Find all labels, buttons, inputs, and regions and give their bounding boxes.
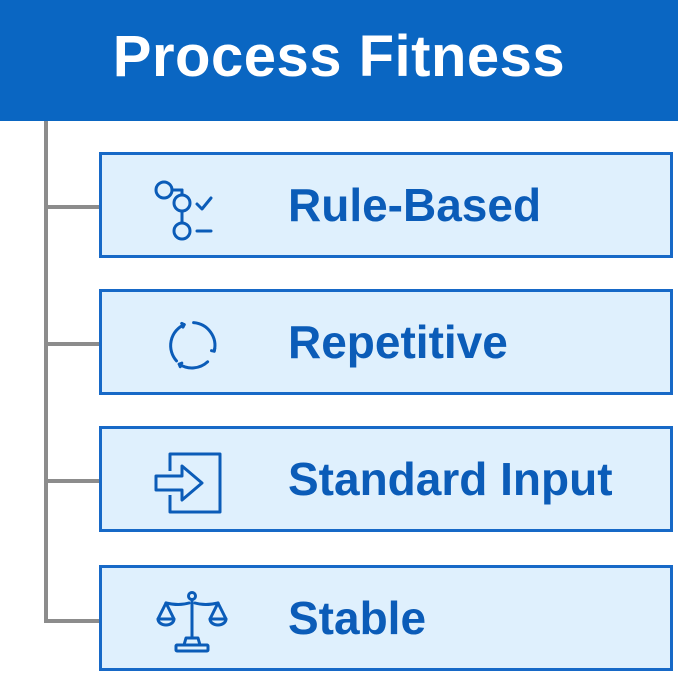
fitness-item-standard-input: Standard Input [99,426,673,532]
tree-branch-line [44,619,101,623]
tree-trunk-line [44,121,48,623]
page-title: Process Fitness [112,23,566,89]
fitness-item-stable: Stable [99,565,673,671]
title-banner: Process Fitness [0,0,678,121]
cycle-arrows-icon [152,305,232,385]
item-label: Stable [288,592,427,644]
tree-branch-line [44,342,101,346]
fitness-item-rule-based: Rule-Based [99,152,673,258]
item-label: Repetitive [288,316,508,368]
fitness-item-repetitive: Repetitive [99,289,673,395]
balance-scale-icon [152,581,232,661]
item-label: Standard Input [288,453,613,505]
flow-checklist-icon [152,168,232,248]
item-label: Rule-Based [288,179,542,231]
tree-branch-line [44,205,101,209]
tree-branch-line [44,479,101,483]
input-arrow-icon [152,442,232,522]
